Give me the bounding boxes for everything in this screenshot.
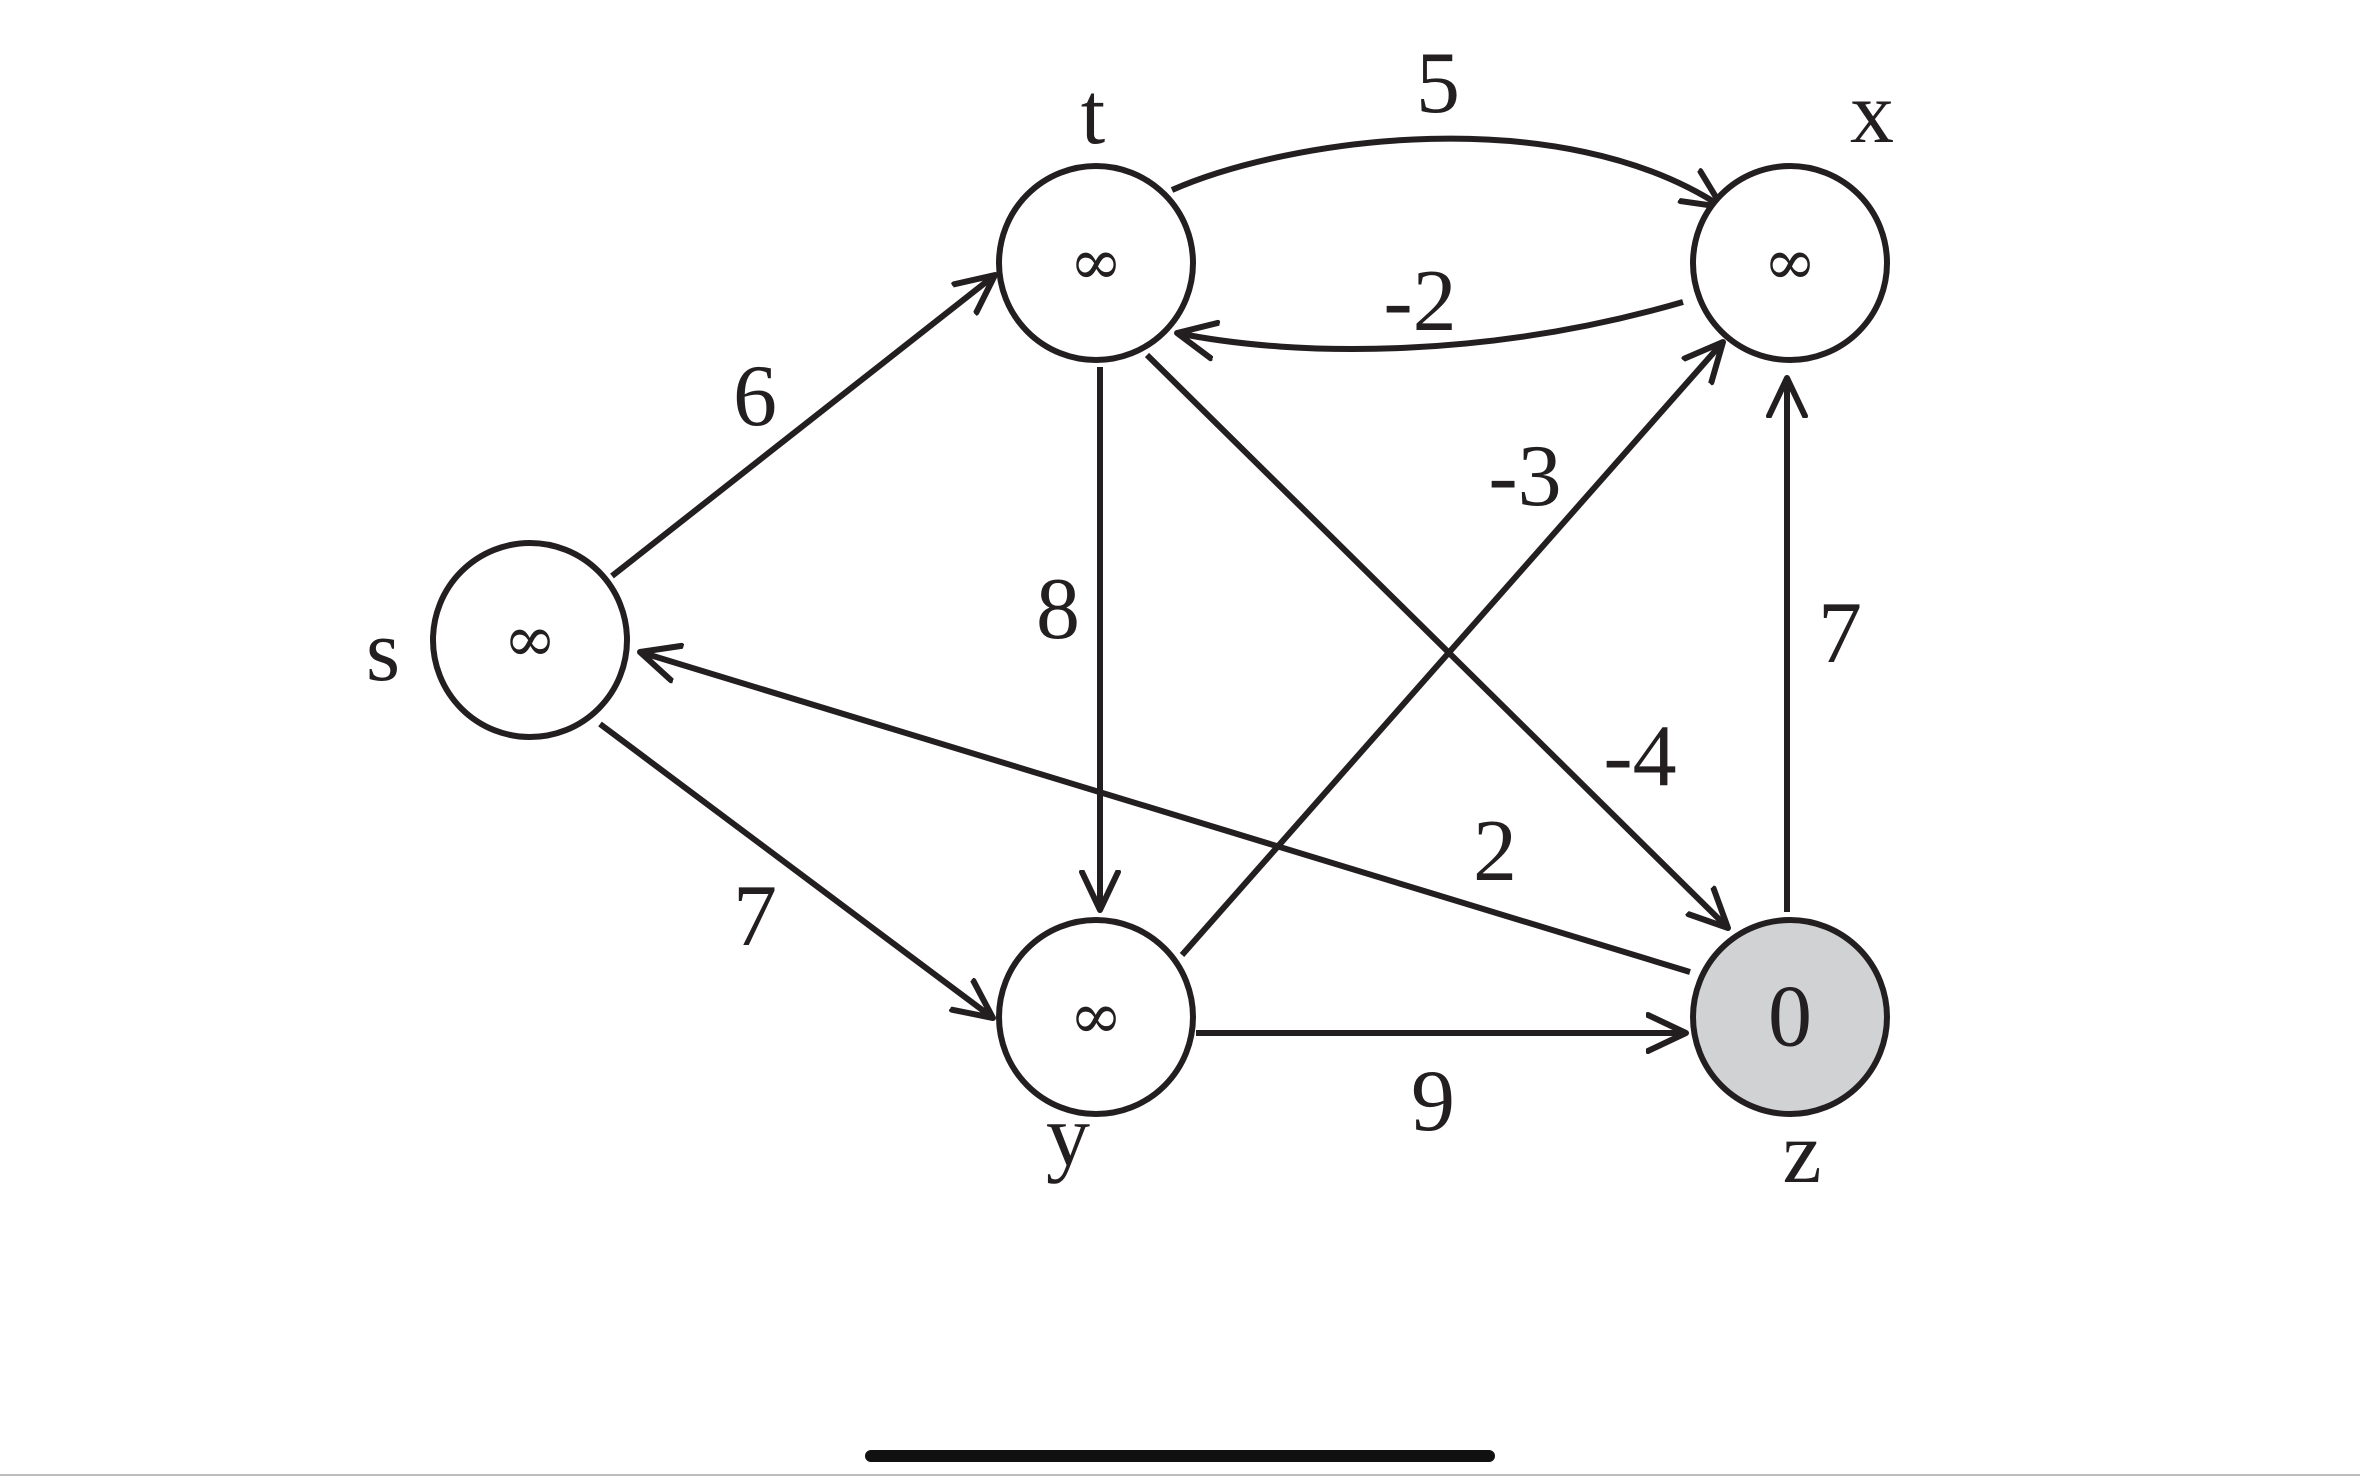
node-x-distance: ∞ bbox=[1763, 226, 1816, 300]
node-t-circle bbox=[996, 163, 1196, 363]
weight-label-y-x: -3 bbox=[1488, 428, 1561, 525]
edge-y-x bbox=[1179, 342, 1723, 957]
home-indicator-bar[interactable] bbox=[865, 1450, 1495, 1462]
edge-x-t bbox=[1177, 299, 1684, 349]
edge-s-t bbox=[610, 275, 995, 579]
node-t: ∞ t bbox=[996, 66, 1196, 363]
node-z: 0 z bbox=[1690, 917, 1890, 1202]
weight-label-z-x: 7 bbox=[1818, 585, 1862, 682]
node-y: ∞ y bbox=[996, 917, 1196, 1185]
node-z-distance: 0 bbox=[1768, 969, 1812, 1066]
node-t-distance: ∞ bbox=[1069, 226, 1122, 300]
node-x-label: x bbox=[1850, 65, 1894, 162]
edge-s-y bbox=[598, 721, 993, 1018]
edge-weights: 6 7 5 -2 8 -4 -3 9 7 2 bbox=[733, 35, 1862, 1150]
weight-label-y-z: 9 bbox=[1411, 1053, 1455, 1150]
node-y-distance: ∞ bbox=[1069, 980, 1122, 1054]
node-x: ∞ x bbox=[1690, 65, 1894, 363]
edge-t-x bbox=[1170, 135, 1722, 207]
edges bbox=[598, 135, 1787, 1033]
node-y-label: y bbox=[1046, 1088, 1090, 1185]
node-t-label: t bbox=[1081, 66, 1105, 163]
edge-t-z bbox=[1144, 352, 1728, 928]
weight-label-t-z: -4 bbox=[1603, 708, 1676, 805]
edge-z-s bbox=[640, 652, 1691, 975]
weight-label-x-t: -2 bbox=[1383, 253, 1456, 350]
node-z-circle bbox=[1690, 917, 1890, 1117]
node-z-label: z bbox=[1782, 1105, 1821, 1202]
bottom-divider bbox=[0, 1474, 2360, 1476]
weight-label-s-t: 6 bbox=[733, 348, 777, 445]
node-y-circle bbox=[996, 917, 1196, 1117]
weight-label-t-y: 8 bbox=[1036, 561, 1080, 658]
node-s-distance: ∞ bbox=[503, 603, 556, 677]
weight-label-t-x: 5 bbox=[1416, 35, 1460, 132]
weight-label-z-s: 2 bbox=[1473, 803, 1517, 900]
node-x-circle bbox=[1690, 163, 1890, 363]
node-s-label: s bbox=[366, 603, 400, 700]
node-s: ∞ s bbox=[366, 540, 630, 740]
node-s-circle bbox=[430, 540, 630, 740]
weight-label-s-y: 7 bbox=[733, 868, 777, 965]
